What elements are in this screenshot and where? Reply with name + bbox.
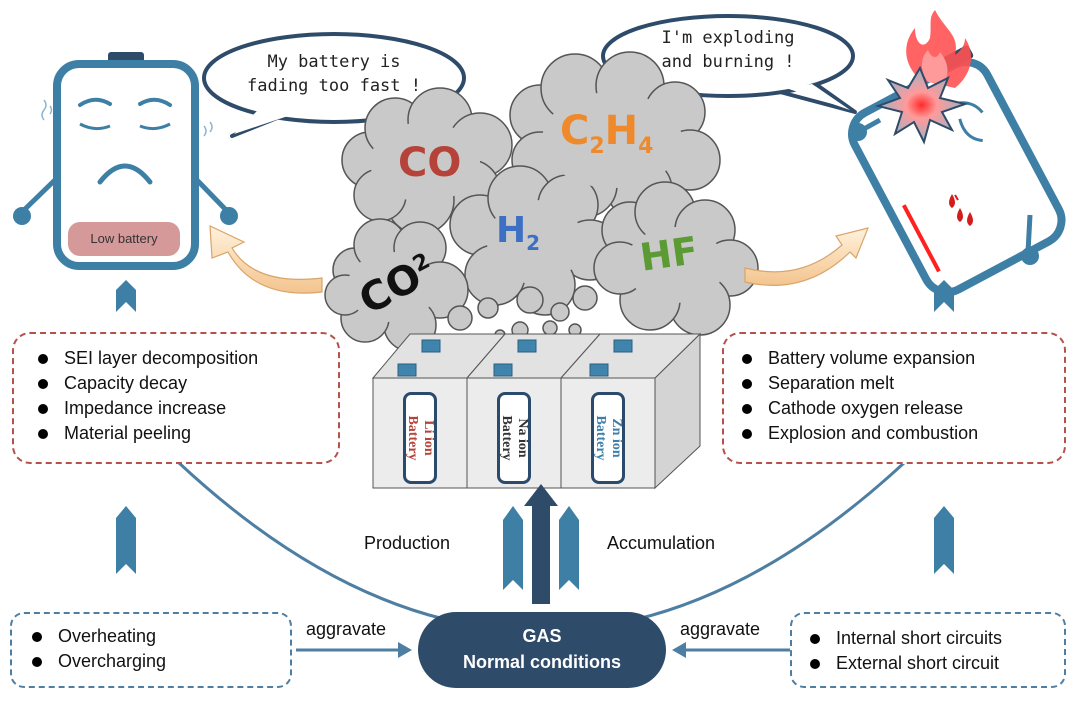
right-speech-text: I'm exploding and burning ! <box>638 26 818 74</box>
aggravate-arrows <box>296 642 790 658</box>
right-speech-bubble <box>601 14 857 114</box>
cause-item: Overcharging <box>26 649 290 674</box>
up-arrows <box>116 280 954 590</box>
effect-item: Battery volume expansion <box>736 346 1064 371</box>
effect-item: Separation melt <box>736 371 1064 396</box>
cause-item: Internal short circuits <box>804 626 1064 651</box>
gas-h2: H2 <box>496 210 541 256</box>
effect-item: Impedance increase <box>32 396 338 421</box>
left-speech-line-2: fading too fast ! <box>247 76 421 96</box>
exploding-battery-character <box>848 10 1066 297</box>
effect-item: Explosion and combustion <box>736 421 1064 446</box>
cause-item: Overheating <box>26 624 290 649</box>
center-subtitle: Normal conditions <box>462 652 621 672</box>
center-main-arrow <box>524 484 558 604</box>
right-effects-box: Battery volume expansion Separation melt… <box>722 332 1066 464</box>
effect-item: Cathode oxygen release <box>736 396 1064 421</box>
right-causes-box: Internal short circuits External short c… <box>790 612 1066 688</box>
left-speech-line-1: My battery is <box>267 52 401 72</box>
gas-co: CO <box>398 140 462 186</box>
left-causes-box: Overheating Overcharging <box>10 612 292 688</box>
curved-arrow-left <box>209 225 323 294</box>
aggravate-label-left: aggravate <box>306 619 387 639</box>
left-effects-box: SEI layer decomposition Capacity decay I… <box>12 332 340 464</box>
right-speech-line-1: I'm exploding <box>661 28 795 48</box>
gas-normal-conditions-node: GAS Normal conditions <box>418 612 666 688</box>
effect-item: Material peeling <box>32 421 338 446</box>
aggravate-label-right: aggravate <box>680 619 761 639</box>
accumulation-label: Accumulation <box>607 533 716 553</box>
gas-hf: HF <box>637 228 701 280</box>
effect-item: Capacity decay <box>32 371 338 396</box>
cause-item: External short circuit <box>804 651 1064 676</box>
right-speech-line-2: and burning ! <box>661 52 795 72</box>
effect-item: SEI layer decomposition <box>32 346 338 371</box>
curved-arrow-right <box>744 227 869 286</box>
center-title: GAS <box>522 626 562 646</box>
low-battery-label: Low battery <box>68 222 180 256</box>
gas-c2h4: C2H4 <box>560 108 654 159</box>
sad-battery-character <box>13 52 238 270</box>
left-speech-text: My battery is fading too fast ! <box>244 50 424 98</box>
production-label: Production <box>364 533 451 553</box>
